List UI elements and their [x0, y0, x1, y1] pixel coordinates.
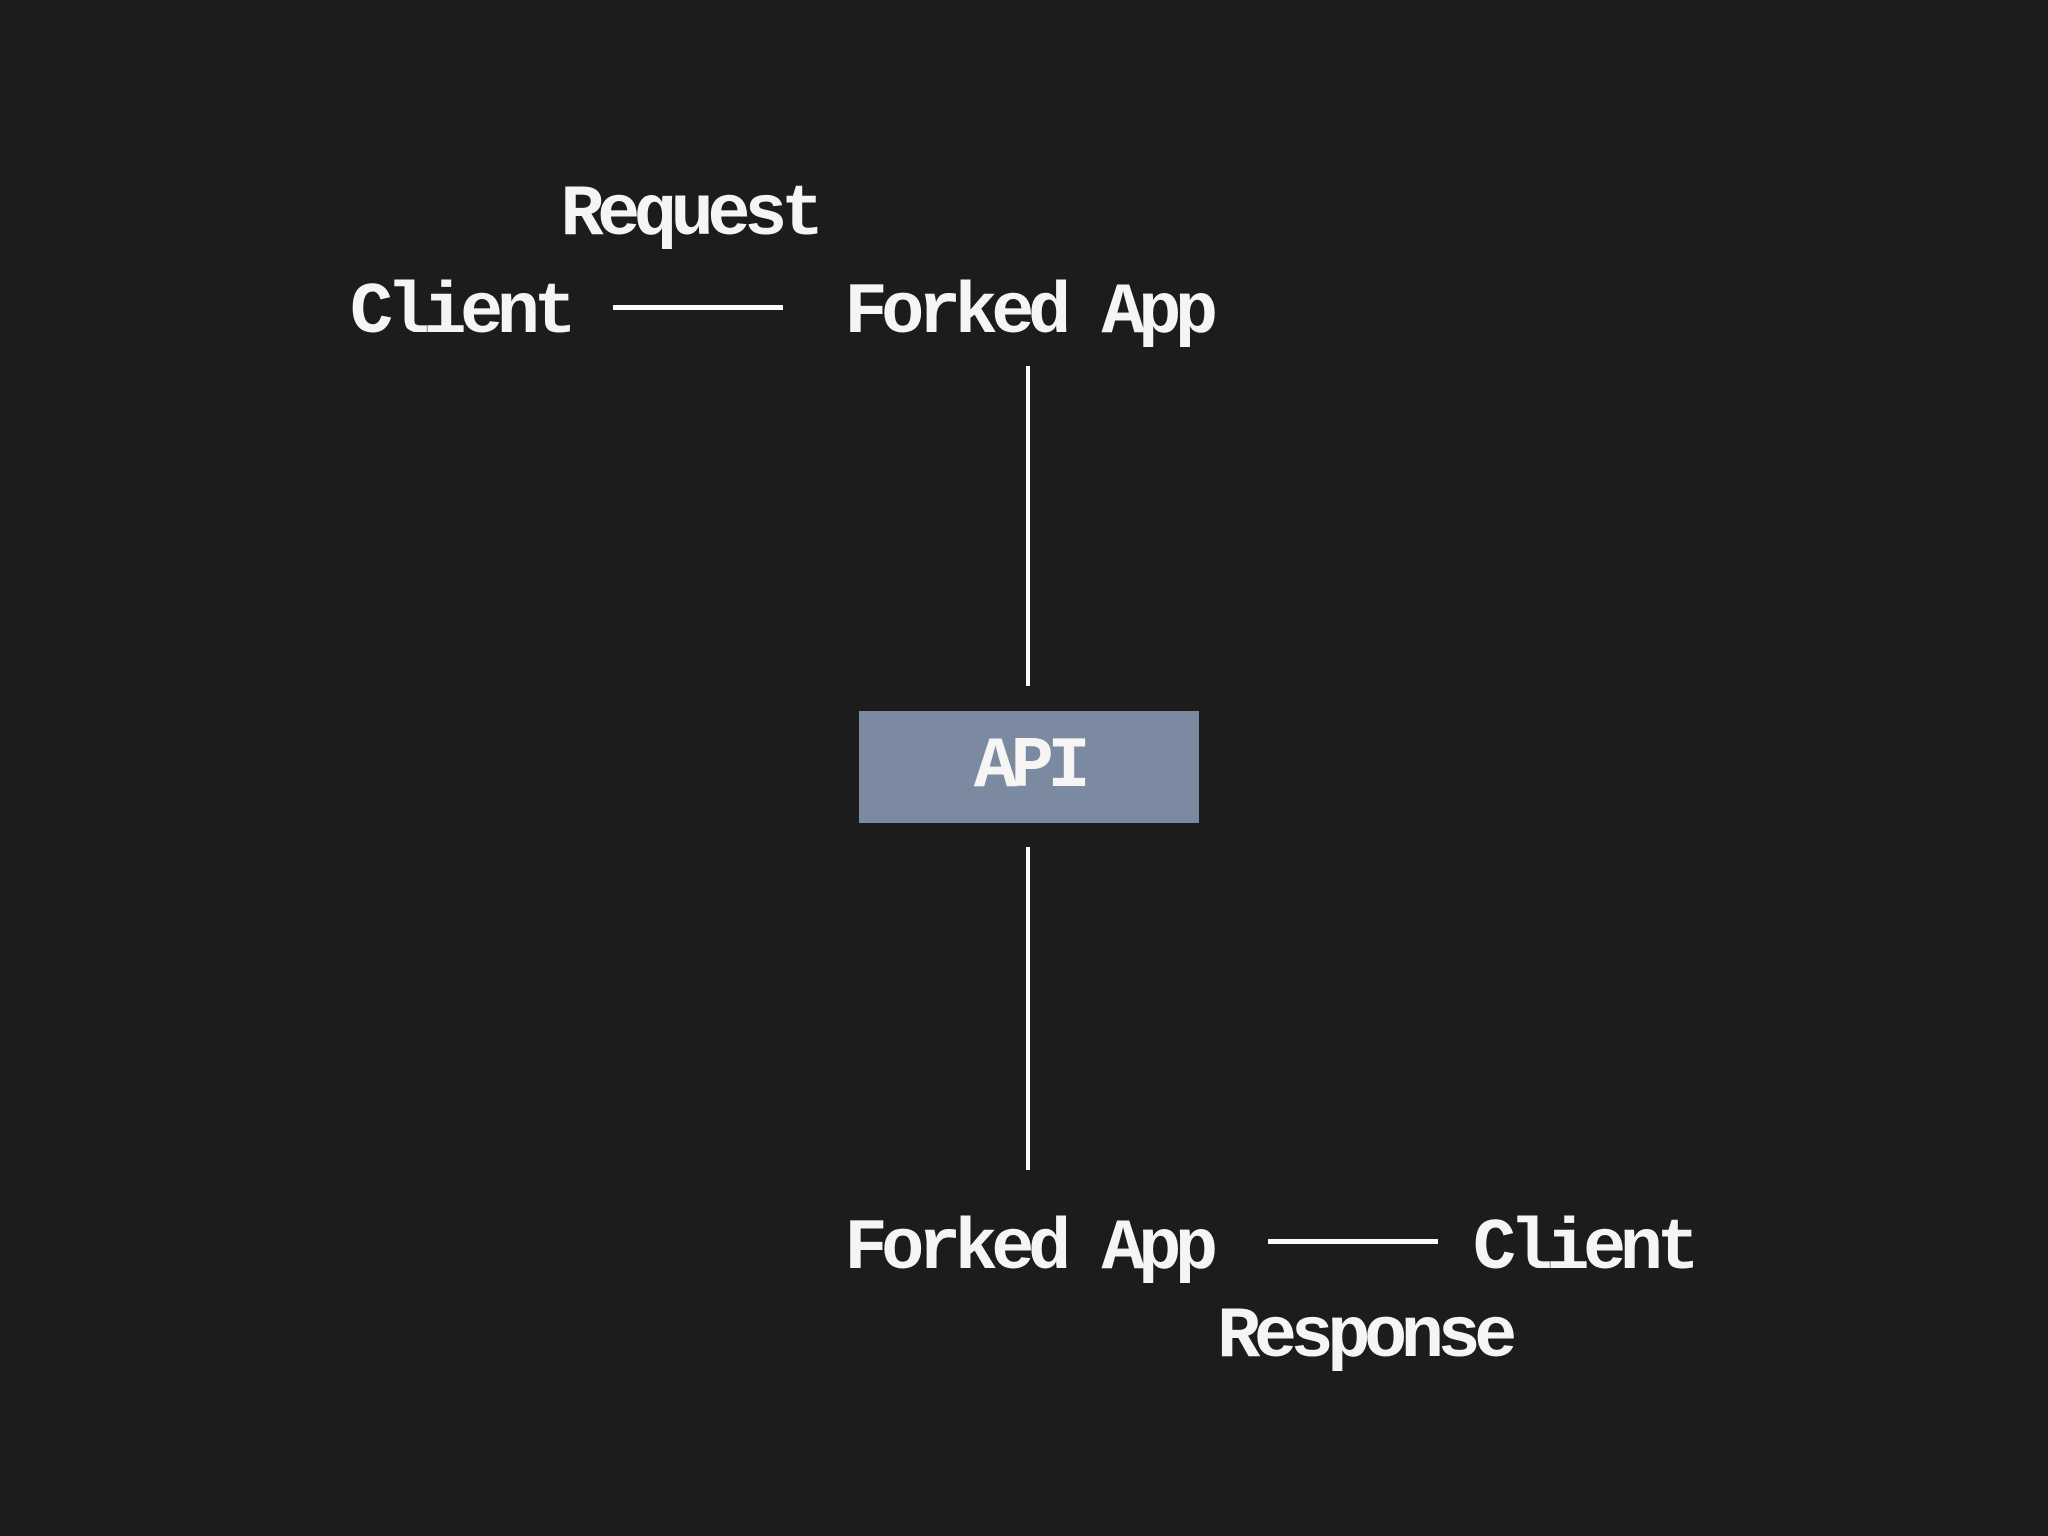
api-node-label: API [973, 726, 1091, 808]
connector-api-to-forked-app [1026, 847, 1030, 1170]
request-edge-label: Request [560, 174, 824, 256]
api-node: API [859, 711, 1199, 823]
connector-forked-app-to-client [1268, 1239, 1438, 1244]
forked-app-node-bottom: Forked App [844, 1208, 1218, 1290]
response-edge-label: Response [1217, 1296, 1517, 1378]
connector-client-to-forked-app [613, 305, 783, 310]
connector-forked-app-to-api [1026, 366, 1030, 686]
client-node-bottom: Client [1472, 1208, 1700, 1290]
forked-app-node-top: Forked App [844, 272, 1218, 354]
client-node-top: Client [349, 272, 577, 354]
